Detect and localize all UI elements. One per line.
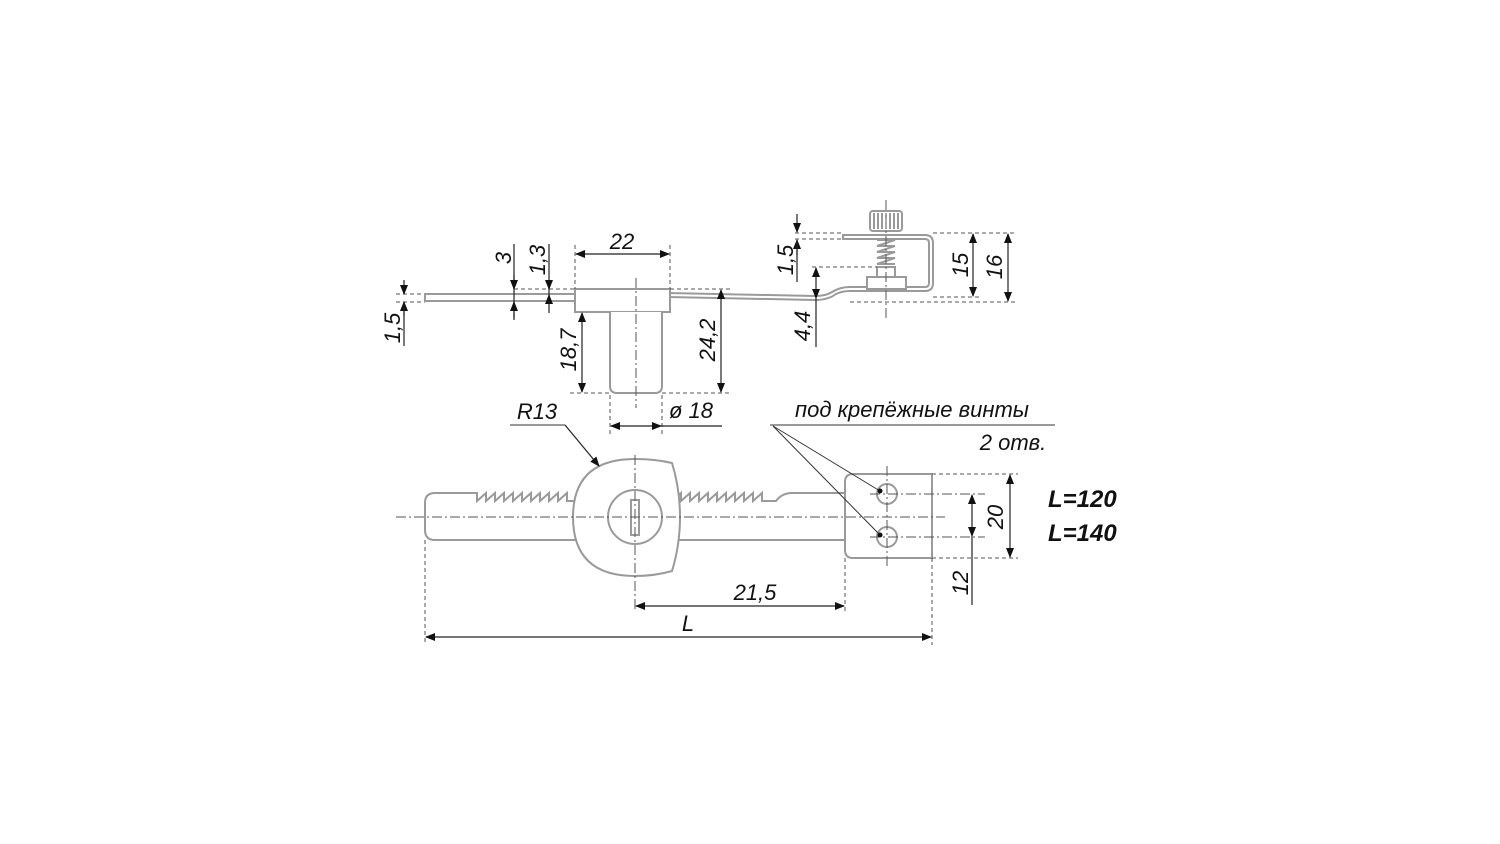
dim-length: L [682, 611, 694, 636]
dim-strip-thickness: 1,5 [380, 312, 405, 343]
dim-diameter: ø 18 [669, 398, 714, 423]
holes-count: 2 отв. [979, 430, 1047, 455]
dim-offset-3: 3 [491, 251, 516, 264]
dim-radius: R13 [517, 399, 558, 424]
dim-flange-width: 22 [609, 229, 634, 254]
dim-total-height: 24,2 [695, 319, 720, 363]
lock-flange [574, 288, 671, 313]
dim-center-to-plate: 21,5 [733, 580, 778, 605]
plan-view-dimensions: ø 18 R13 под крепёжные винты 2 отв. 20 1… [424, 395, 1117, 645]
plan-view [396, 455, 985, 612]
dim-bend-offset: 4,4 [790, 311, 815, 342]
dim-offset-1-3: 1,3 [525, 244, 550, 275]
dim-edge-offset: 12 [948, 571, 973, 595]
dim-bracket-height-16: 16 [982, 254, 1007, 279]
dim-hole-spacing: 20 [983, 504, 1008, 530]
dim-bracket-height-15: 15 [948, 252, 973, 277]
dim-bracket-thickness: 1,5 [773, 244, 798, 275]
variant-l140: L=140 [1048, 520, 1117, 547]
latch-strip-left [424, 293, 586, 302]
latch-strip-right [667, 234, 934, 302]
variant-l120: L=120 [1048, 486, 1117, 513]
side-view-dimensions: 1,5 3 1,3 22 18,7 24,2 1,5 [380, 214, 1016, 394]
side-view [396, 200, 934, 408]
dim-tube-height: 18,7 [556, 328, 581, 372]
holes-note: под крепёжные винты [795, 397, 1029, 422]
